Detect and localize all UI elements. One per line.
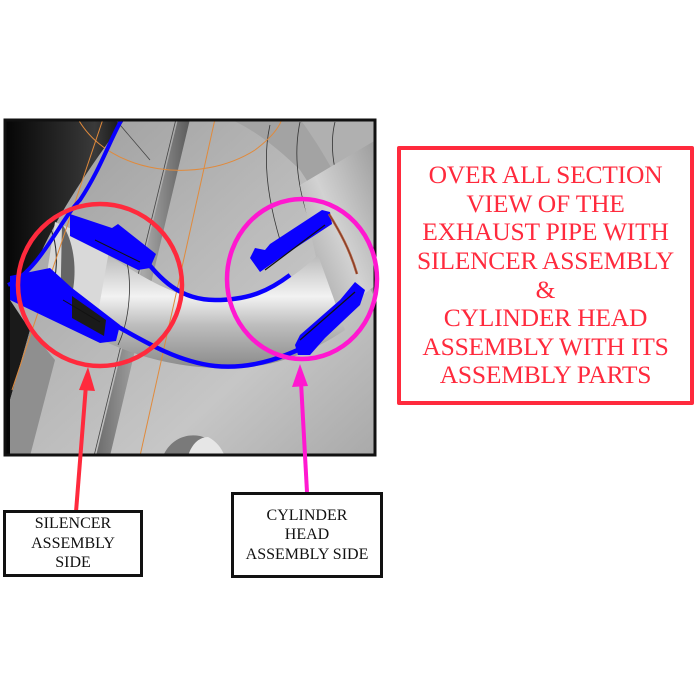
silencer-highlight-circle <box>15 201 185 369</box>
title-line: CYLINDER HEAD <box>443 303 648 333</box>
silencer-arrow <box>74 367 95 513</box>
cylinder-head-highlight-circle <box>224 196 380 362</box>
label-line: ASSEMBLY SIDE <box>245 545 369 563</box>
label-line: ASSEMBLY <box>31 534 115 552</box>
title-line: VIEW OF THE <box>466 188 625 218</box>
cylinder-head-arrow <box>292 364 309 493</box>
label-line: SILENCER <box>34 515 112 533</box>
title-line: & <box>535 274 556 304</box>
label-line: SIDE <box>55 554 91 572</box>
cylinder-head-assembly-side-label: CYLINDER HEAD ASSEMBLY SIDE <box>231 492 383 578</box>
title-line: ASSEMBLY PARTS <box>439 360 652 390</box>
title-line: SILENCER ASSEMBLY <box>417 245 674 275</box>
title-line: ASSEMBLY WITH ITS <box>422 331 669 361</box>
title-line: EXHAUST PIPE WITH <box>422 217 669 247</box>
cad-render <box>6 121 374 454</box>
title-box: OVER ALL SECTION VIEW OF THE EXHAUST PIP… <box>397 146 694 405</box>
label-line: HEAD <box>284 526 330 544</box>
silencer-assembly-side-label: SILENCER ASSEMBLY SIDE <box>3 510 143 577</box>
label-line: CYLINDER <box>266 506 348 524</box>
title-line: OVER ALL SECTION <box>428 160 663 190</box>
